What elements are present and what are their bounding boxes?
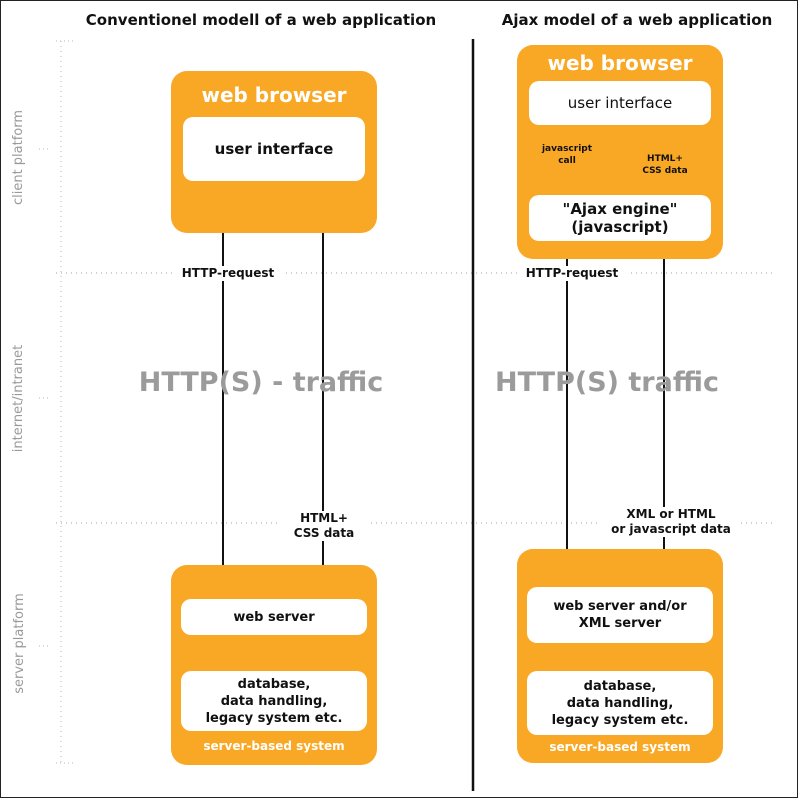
ajax-html-css-label: HTML+ CSS data [635,153,695,177]
ajax-server-footer: server-based system [549,740,691,754]
ajax-browser-title: web browser [547,51,693,75]
ajax-web-server: web server and/or XML server [527,587,713,643]
conventional-database: database, data handling, legacy system e… [181,671,367,731]
conventional-traffic-label: HTTP(S) - traffic [138,367,384,398]
conventional-server-footer: server-based system [203,739,345,753]
conventional-http-request-label: HTTP-request [173,266,283,281]
conventional-model-title: Conventionel modell of a web application [85,11,437,29]
conventional-user-interface: user interface [183,117,365,181]
ajax-http-request-label: HTTP-request [517,266,627,281]
conventional-response-label: HTML+ CSS data [279,511,369,541]
conventional-browser-box: web browser user interface [171,71,377,233]
conventional-browser-title: web browser [201,83,347,107]
conventional-web-server: web server [181,599,367,635]
conventional-server-box: web server database, data handling, lega… [171,565,377,765]
ajax-model-title: Ajax model of a web application [501,11,773,29]
ajax-database: database, data handling, legacy system e… [527,671,713,735]
ajax-user-interface: user interface [529,81,711,125]
ajax-server-box: web server and/or XML server database, d… [517,549,723,763]
ajax-engine-box: "Ajax engine" (javascript) [529,195,711,241]
ajax-traffic-label: HTTP(S) traffic [495,367,719,398]
ajax-javascript-call-label: javascript call [537,143,597,167]
ajax-response-label: XML or HTML or javascript data [601,507,741,537]
